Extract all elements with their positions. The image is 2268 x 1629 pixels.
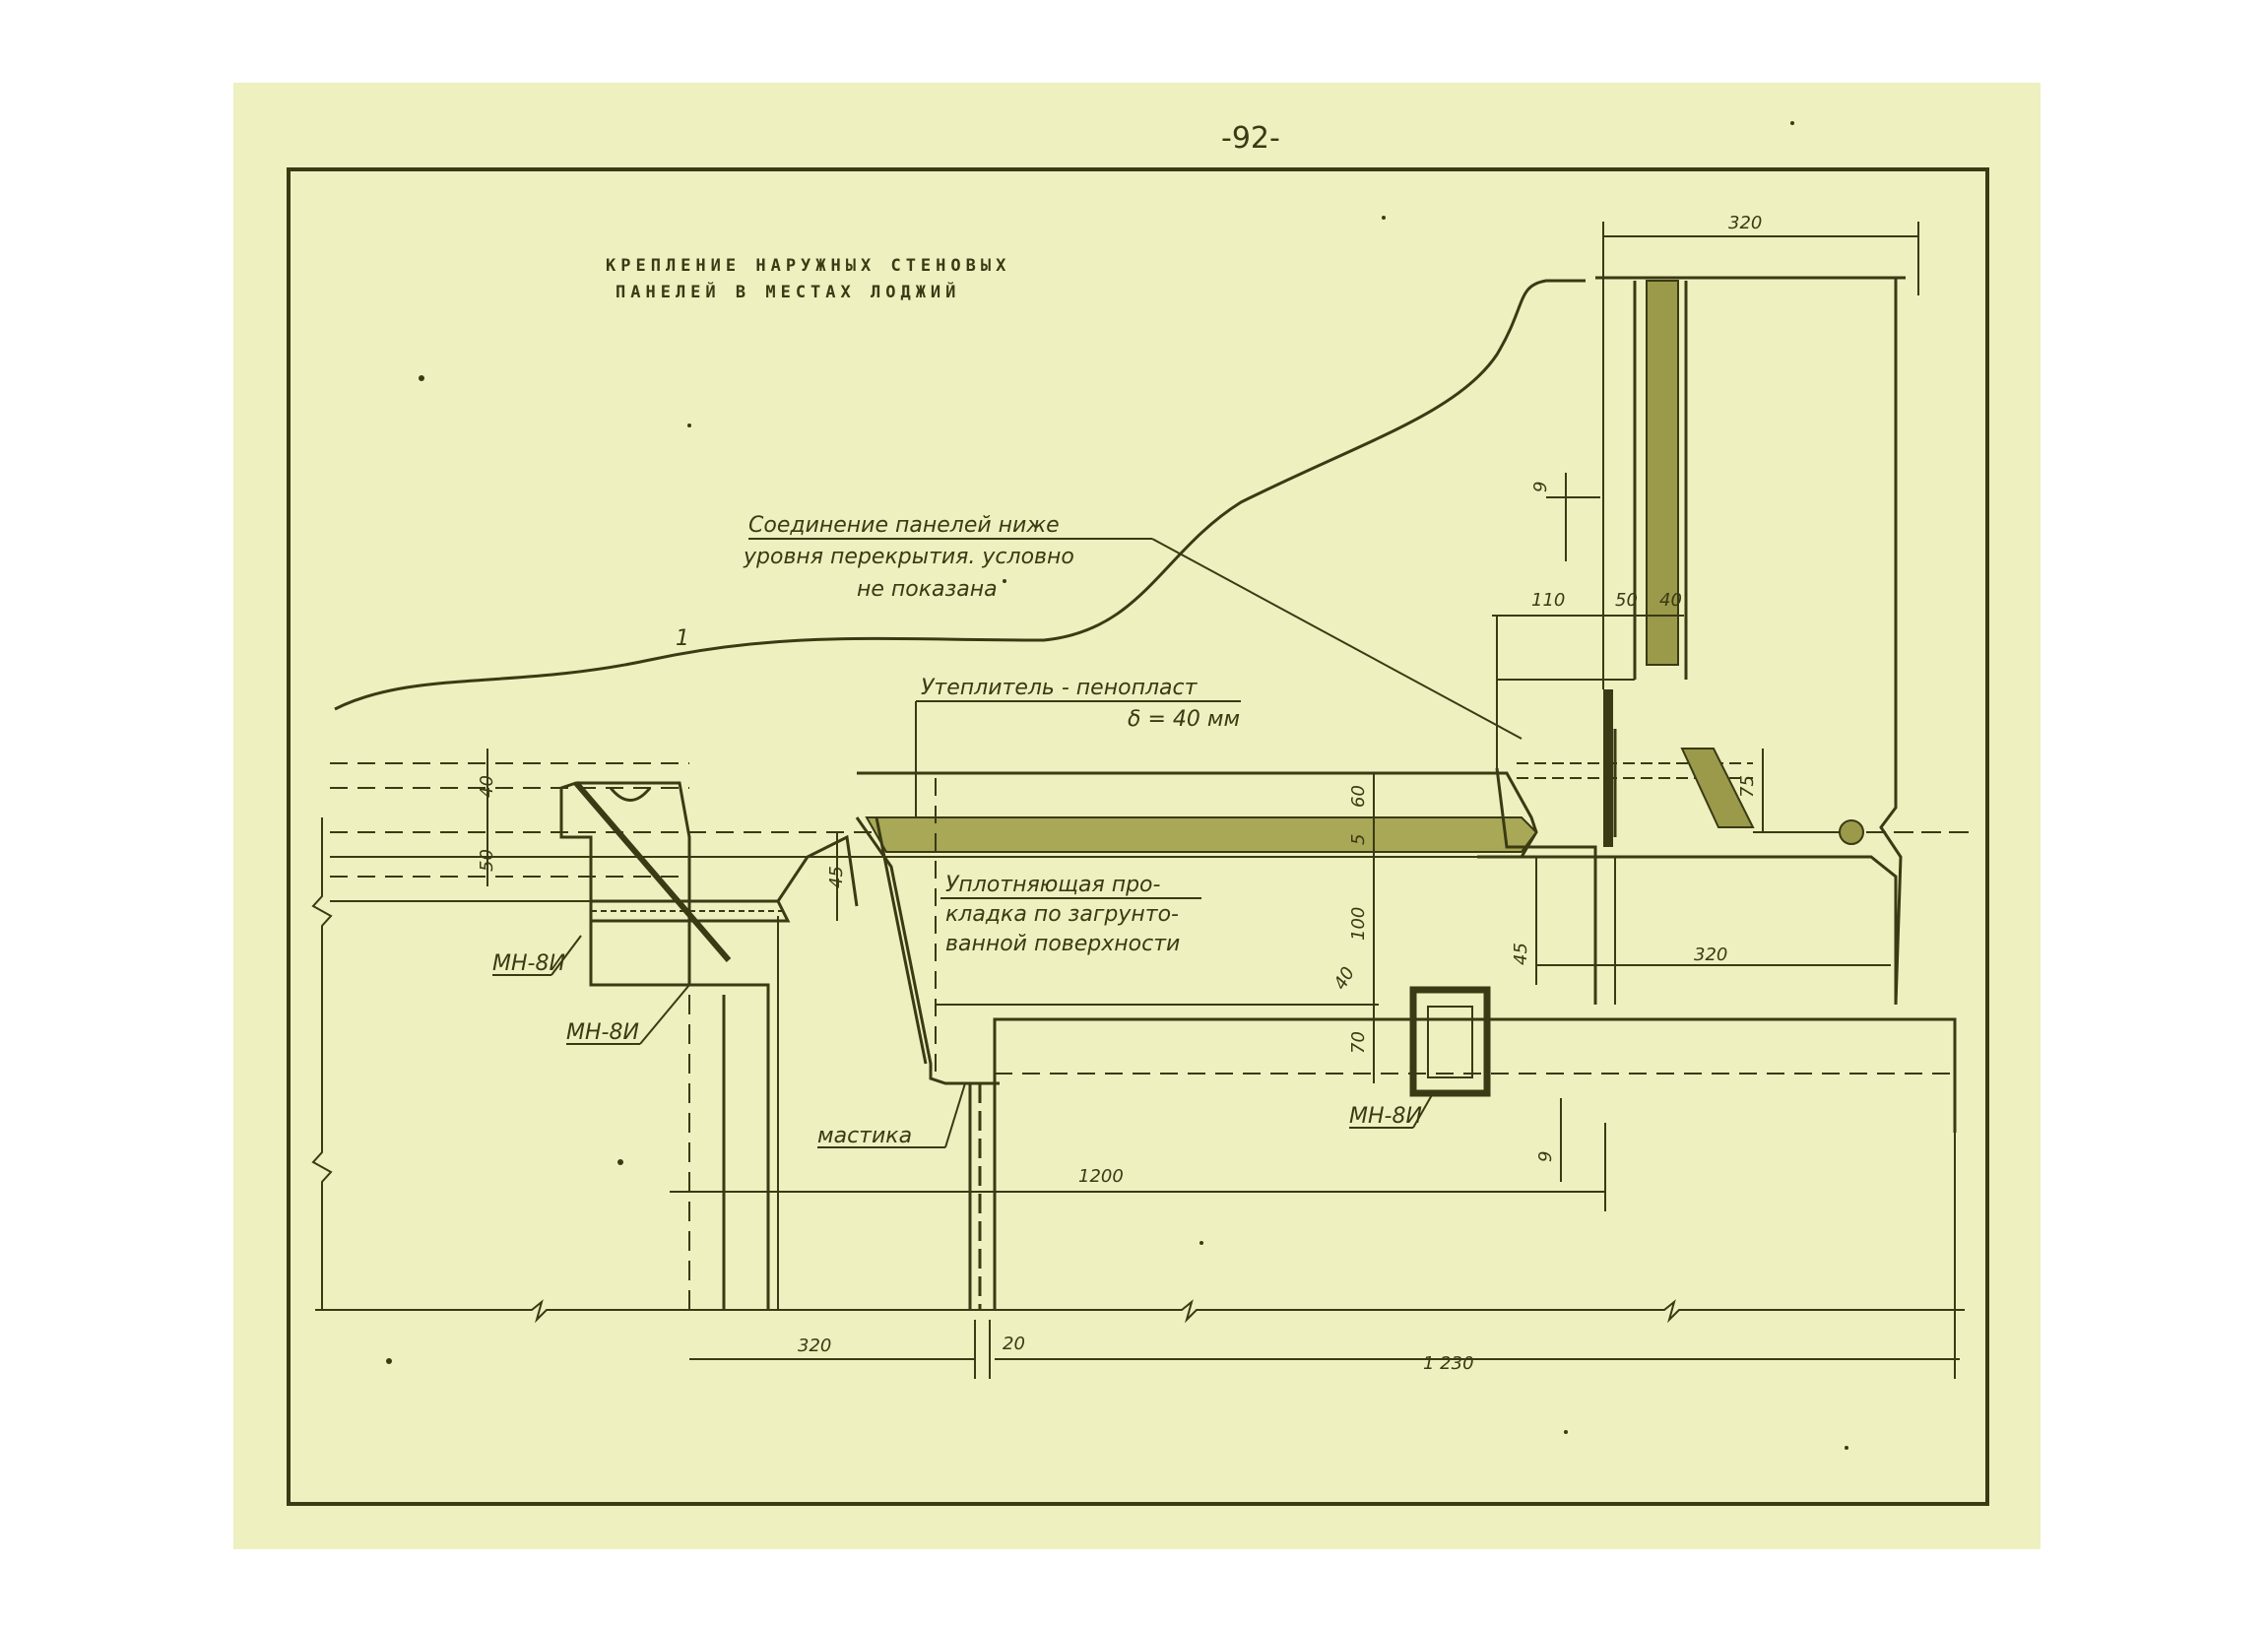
page-number: -92- <box>1221 121 1280 156</box>
lower-slab-outline <box>993 1017 1957 1133</box>
part-mn-left-b: МН-8И <box>566 1020 639 1045</box>
label-gasket-3: ванной поверхности <box>945 932 1180 956</box>
right-seal-node <box>1839 819 1864 845</box>
drawing-title-line-1: КРЕПЛЕНИЕ НАРУЖНЫХ СТЕНОВЫХ <box>606 256 1010 276</box>
drawing-title-line-2: ПАНЕЛЕЙ В МЕСТАХ ЛОДЖИЙ <box>616 281 960 302</box>
label-panel-joint-3: не показана <box>857 577 998 602</box>
insulation-strip-vertical <box>1646 280 1679 666</box>
left-anchor-rod <box>573 781 732 962</box>
right-seal-profile <box>1680 748 1755 828</box>
left-lower-wall <box>689 983 770 1310</box>
left-connection-box <box>559 781 691 987</box>
label-panel-joint-1: Соединение панелей ниже <box>748 513 1060 538</box>
left-break-line <box>311 817 333 1310</box>
annotation-sealing-gasket: Уплотняющая про- кладка по загрунто- ван… <box>940 873 1201 956</box>
dim-320-bottom: 320 <box>798 1336 831 1356</box>
dim-100: 100 <box>1348 907 1369 941</box>
dim-75: 75 <box>1737 775 1758 798</box>
dim-40-box: 40 <box>1329 963 1359 993</box>
right-fastener-bracket <box>1495 767 1597 1005</box>
marker-1: 1 <box>676 626 689 651</box>
dim-9-bottom: 9 <box>1535 1151 1556 1162</box>
dim-60: 60 <box>1348 785 1369 808</box>
dim-70: 70 <box>1348 1031 1369 1054</box>
right-lower-panel <box>1507 855 1898 1005</box>
dim-1230: 1 230 <box>1423 1353 1474 1374</box>
drawing-frame <box>287 167 1989 1506</box>
dim-1200: 1200 <box>1078 1166 1124 1187</box>
annotation-insulation: Утеплитель - пенопласт δ = 40 мм <box>915 676 1241 842</box>
label-panel-joint-2: уровня перекрытия. условно <box>743 545 1074 569</box>
dim-20: 20 <box>1003 1334 1025 1354</box>
part-mn-right: МН-8И <box>1349 1104 1422 1129</box>
dim-50: 50 <box>1615 590 1638 611</box>
dim-9-top: 9 <box>1530 482 1551 492</box>
bottom-break-dim-line <box>315 1299 1965 1324</box>
label-gasket-2: кладка по загрунто- <box>945 902 1179 927</box>
break-curve <box>334 279 1586 711</box>
dim-320-mid: 320 <box>1694 945 1727 965</box>
label-insulation-1: Утеплитель - пенопласт <box>921 676 1199 700</box>
steel-box-tube <box>1409 986 1491 1097</box>
dim-top-320: 320 <box>1728 213 1762 233</box>
dim-45-right: 45 <box>1511 943 1531 965</box>
label-insulation-2: δ = 40 мм <box>1128 707 1240 732</box>
label-gasket-1: Уплотняющая про- <box>945 873 1161 897</box>
dim-5: 5 <box>1348 834 1369 845</box>
annotation-panel-joint: Соединение панелей ниже уровня перекрыти… <box>743 513 1523 740</box>
paper-specks <box>386 121 1848 1450</box>
label-mastic: мастика <box>817 1124 912 1148</box>
insulation-strip-horizontal <box>865 816 1538 853</box>
top-dimension-320: 320 <box>1602 213 1919 689</box>
dim-45-left: 45 <box>826 866 847 888</box>
dim-40: 40 <box>1659 590 1682 611</box>
right-bolt <box>1603 689 1613 847</box>
right-wall-outer <box>1879 278 1903 1006</box>
dim-110: 110 <box>1531 590 1565 611</box>
